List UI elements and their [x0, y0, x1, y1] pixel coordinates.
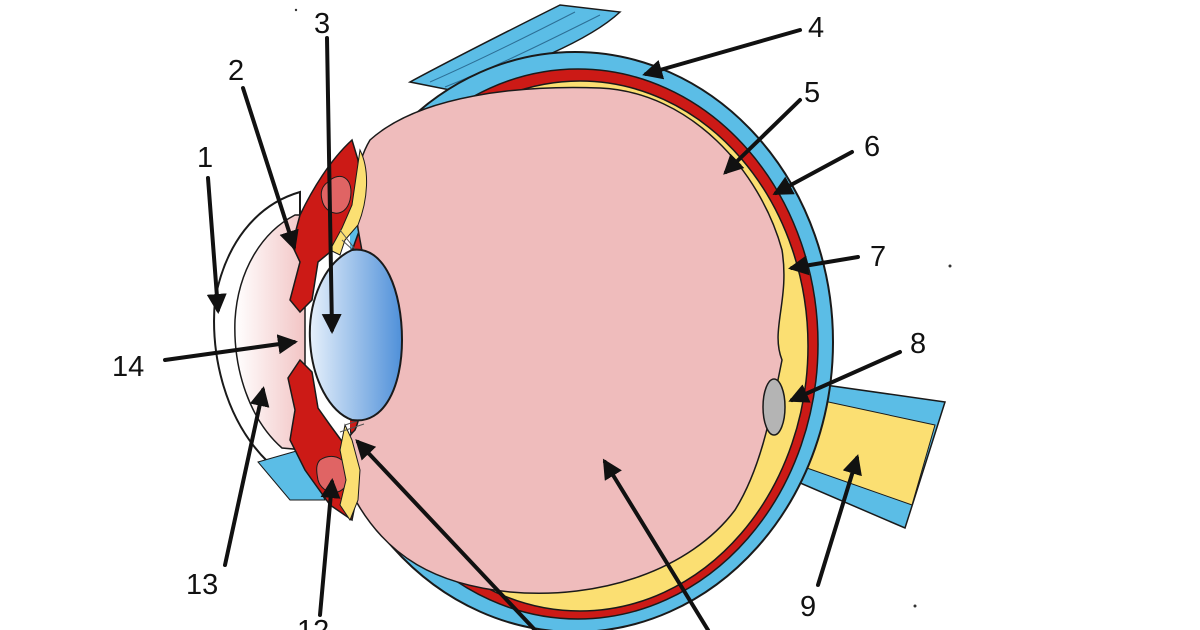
- arrow-6: [772, 150, 854, 195]
- arrow-12: [318, 478, 341, 617]
- arrow-1: [206, 176, 227, 314]
- arrow-7: [788, 255, 860, 276]
- label-4: 4: [808, 12, 824, 44]
- arrow-10-partial: [355, 439, 537, 630]
- label-7: 7: [870, 241, 886, 273]
- label-3: 3: [314, 8, 330, 40]
- arrow-3: [321, 36, 342, 334]
- optic-disc: [762, 378, 786, 436]
- label-6: 6: [864, 131, 880, 163]
- arrow-8: [788, 350, 902, 403]
- arrow-14: [163, 334, 298, 362]
- label-1: 1: [197, 142, 213, 174]
- arrow-11-partial: [602, 458, 710, 630]
- label-12: 12: [297, 615, 329, 630]
- label-2: 2: [228, 55, 244, 87]
- label-13: 13: [186, 569, 218, 601]
- arrow-9: [816, 454, 862, 587]
- leader-arrows: [163, 28, 902, 630]
- ora-serrata-lower: [339, 423, 361, 522]
- conjunctiva-lower: [257, 449, 326, 501]
- stray-dot: [913, 604, 917, 608]
- arrow-5: [723, 98, 802, 175]
- stray-dot: [948, 264, 952, 268]
- label-5: 5: [804, 77, 820, 109]
- arrow-4: [642, 28, 802, 80]
- stray-dot: [294, 8, 298, 12]
- arrow-2: [241, 86, 299, 251]
- label-14: 14: [112, 351, 144, 383]
- label-8: 8: [910, 328, 926, 360]
- label-9: 9: [800, 591, 816, 623]
- vitreous-body: [343, 86, 785, 595]
- arrow-13: [223, 386, 270, 567]
